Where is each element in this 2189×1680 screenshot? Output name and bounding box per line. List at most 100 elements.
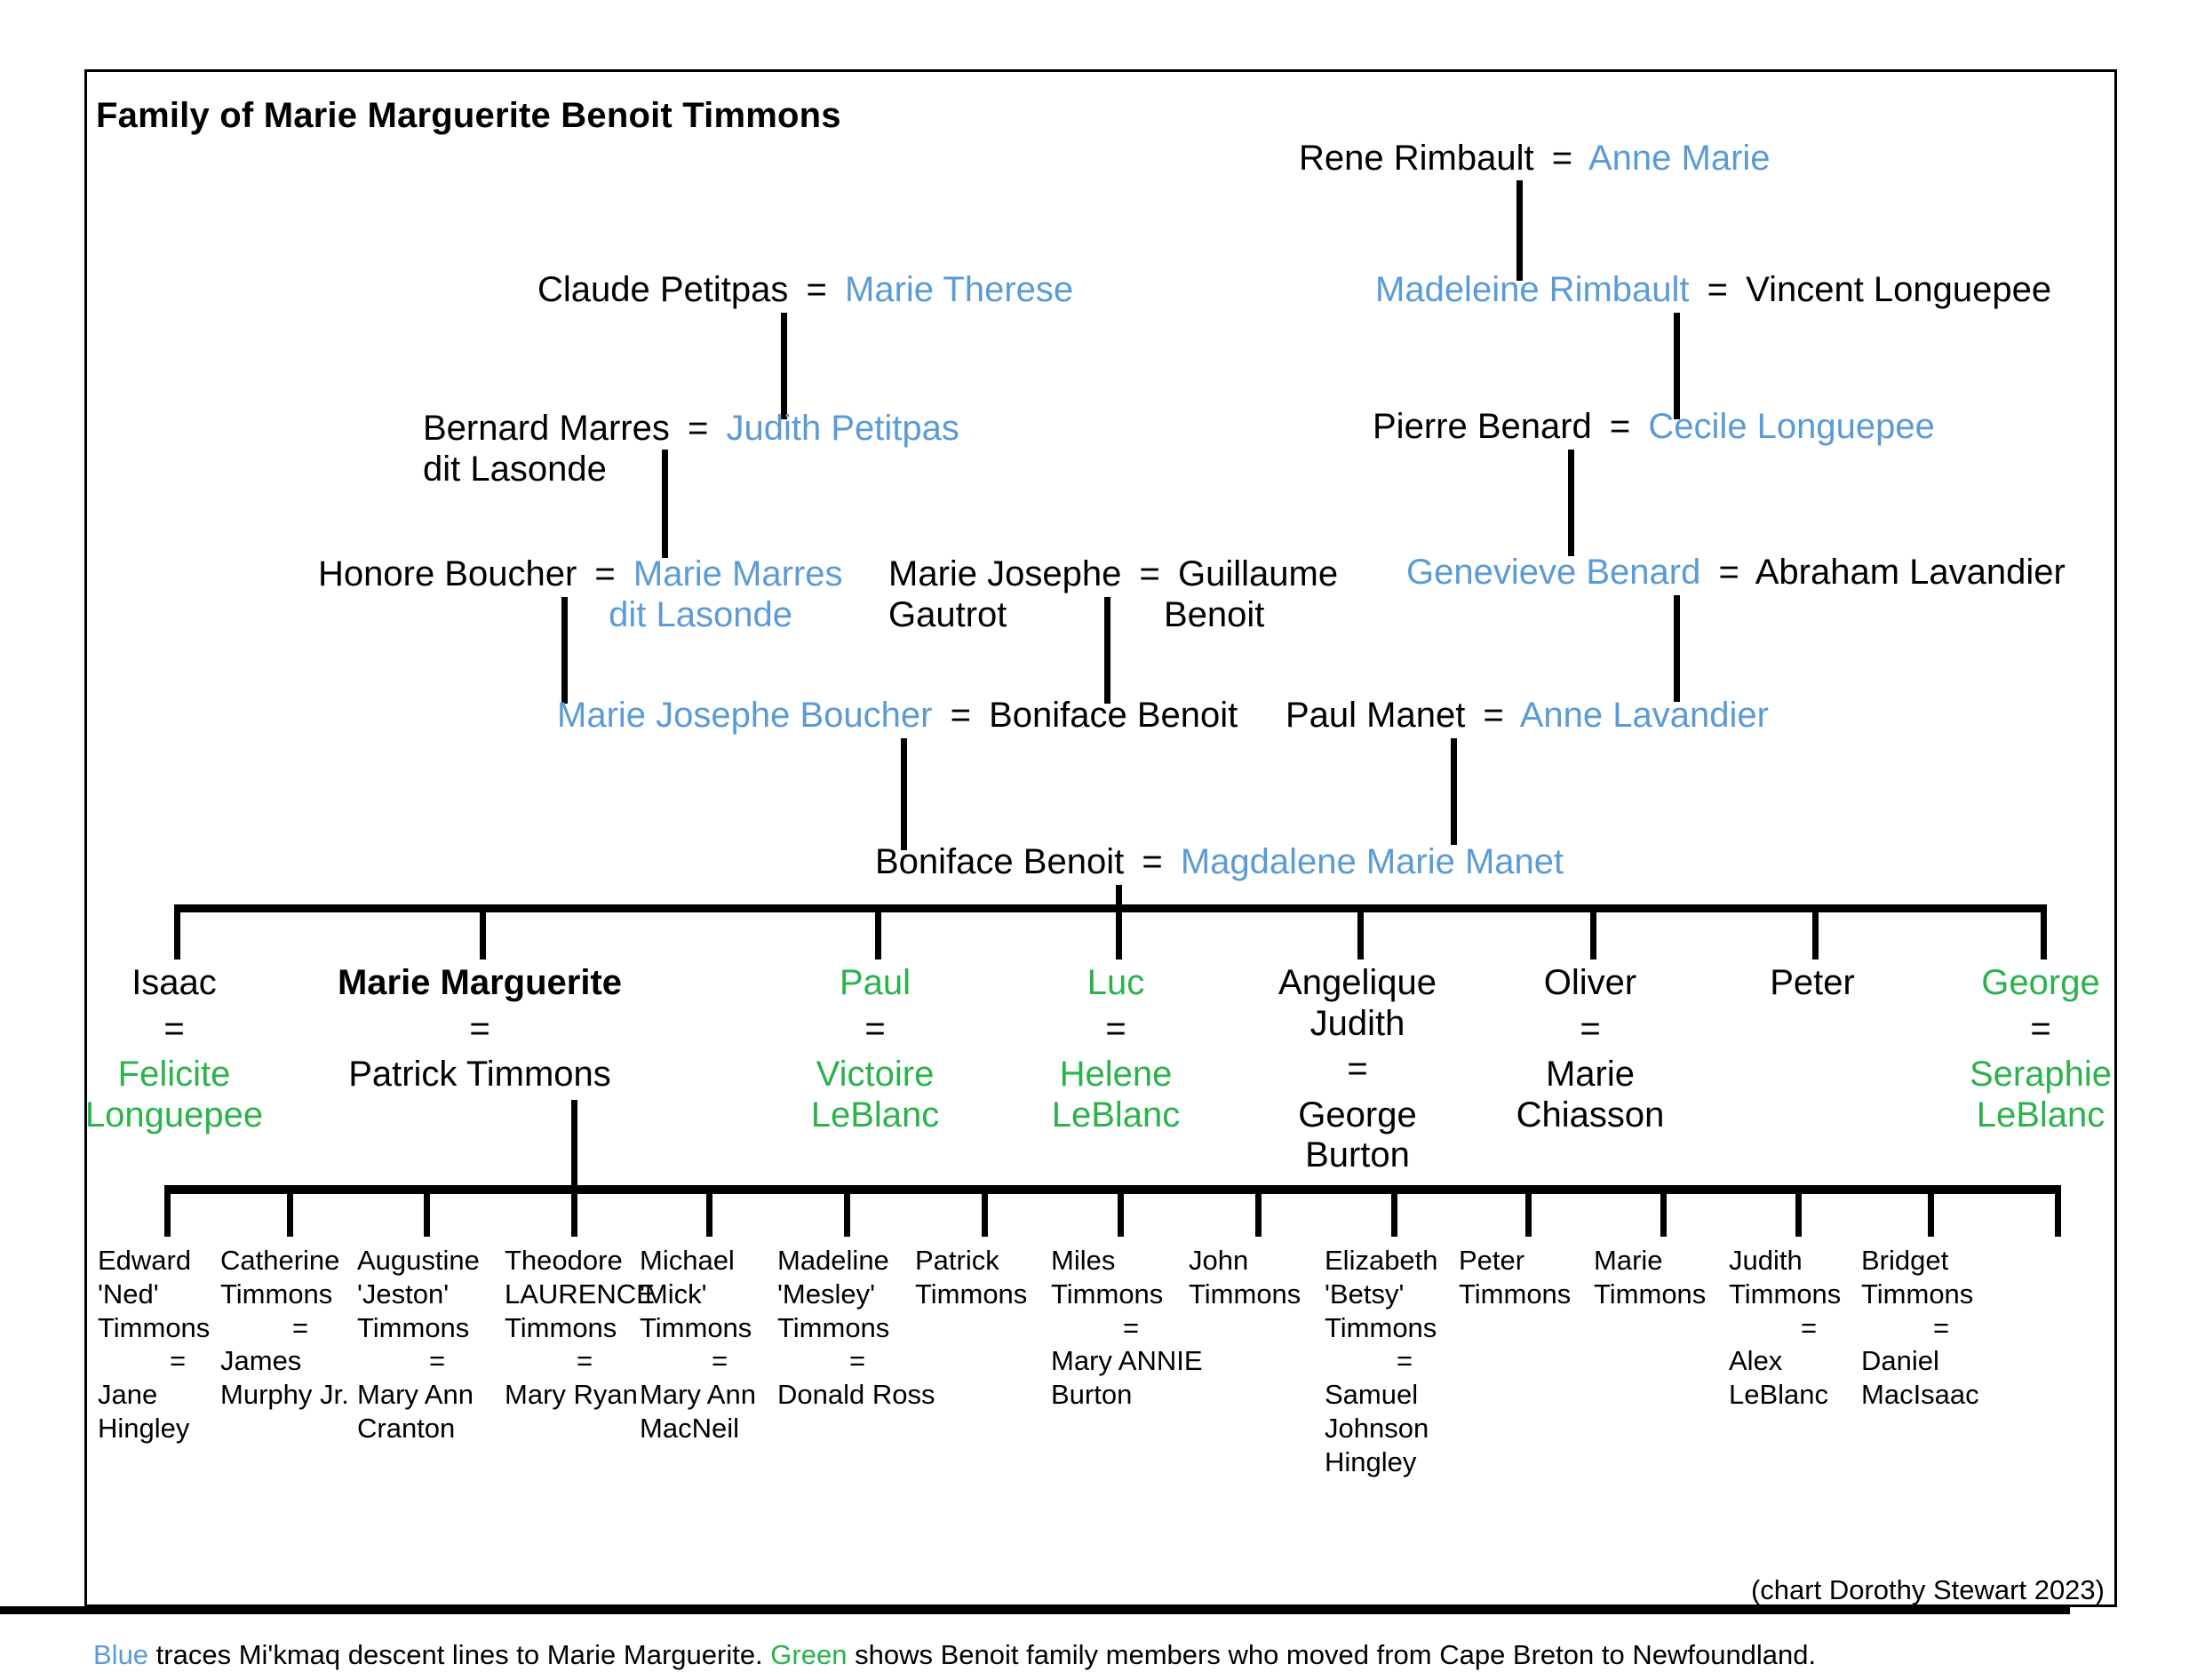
marriage-equals: = (1139, 554, 1160, 593)
grandchild-drop-line (164, 1185, 171, 1237)
child-spouse-name: LeBlanc (1976, 1095, 2105, 1135)
marriage-equals: = (291, 1311, 309, 1343)
child-node: Peter (1661, 963, 1963, 1004)
grandchild-spouse-name: Samuel (1325, 1379, 1419, 1411)
grandchild-spouse-name: Johnson (1325, 1413, 1429, 1445)
grandchild-name: 'Jeston' (357, 1278, 450, 1310)
node-name-spouse: Marie Therese (845, 270, 1074, 309)
descent-line-petitpas (781, 313, 787, 419)
node-rene-rimbault: Rene Rimbault = Anne Marie (1299, 140, 1771, 176)
legend-green-word: Green (770, 1639, 848, 1670)
grandchild-name: Augustine (357, 1245, 480, 1276)
node-boniface-benoit: Boniface Benoit = Magdalene Marie Manet (875, 844, 1564, 880)
child-spouse-name: LeBlanc (1051, 1095, 1181, 1135)
child-drop-line (1357, 904, 1364, 959)
marriage-equals: = (1707, 270, 1728, 309)
grandchild-name: Marie (1594, 1245, 1663, 1276)
child-drop-line (2041, 904, 2047, 959)
descent-line-boucher-benoit (901, 738, 907, 850)
node-name-spouse: Boniface Benoit (989, 696, 1238, 735)
child-spouse-name: Longuepee (84, 1095, 264, 1135)
child-name: Peter (1770, 963, 1855, 1002)
grandchild-drop-line (424, 1185, 430, 1237)
node-name-spouse: Judith Petitpas (726, 409, 959, 448)
grandchild-node: Madeline'Mesley'Timmons=Donald Ross (777, 1244, 937, 1412)
grandchild-name: Timmons (640, 1311, 752, 1343)
marriage-equals: = (163, 1008, 185, 1048)
child-spouse-name: Chiasson (1516, 1095, 1665, 1135)
node-honore-boucher: Honore Boucher = Marie Marres dit Lasond… (318, 554, 869, 635)
marriage-equals: = (1483, 696, 1504, 735)
node-name-line2: dit Lasonde (423, 449, 607, 489)
grandchild-name: Bridget (1861, 1245, 1949, 1276)
marriage-equals: = (1142, 842, 1163, 881)
grandchild-drop-line (1928, 1185, 1934, 1237)
grandchild-spouse-name: MacIsaac (1861, 1379, 1979, 1411)
grandchild-spouse-name: Donald Ross (777, 1379, 935, 1411)
marriage-equals: = (1800, 1311, 1818, 1343)
node-name: Claude Petitpas (537, 270, 789, 309)
grandchild-name: Michael (640, 1245, 735, 1276)
grandchild-name: 'Mick' (640, 1278, 707, 1310)
grandchild-drop-line (287, 1185, 293, 1237)
node-pierre-benard: Pierre Benard = Cecile Longuepee (1373, 409, 1935, 444)
marriage-equals: = (1718, 553, 1739, 592)
grandchild-name: 'Ned' (98, 1278, 159, 1310)
descent-line-lavandier (1674, 595, 1680, 702)
grandchild-drop-line (1525, 1185, 1532, 1237)
child-drop-line (1590, 904, 1596, 959)
node-genevieve-benard: Genevieve Benard = Abraham Lavandier (1406, 554, 2066, 590)
grandchild-spouse-name: Murphy Jr. (220, 1379, 349, 1411)
child-spouse-name: Seraphie (1969, 1055, 2113, 1095)
grandchild-name: Peter (1459, 1245, 1525, 1276)
node-name-spouse-line1: Marie Marres (633, 554, 843, 593)
node-name: Rene Rimbault (1299, 139, 1534, 178)
legend-note: Blue traces Mi'kmaq descent lines to Mar… (93, 1639, 1816, 1671)
child-drop-line (174, 904, 180, 959)
node-marie-josephe-gautrot: Marie Josephe = Guillaume Gautrot Benoit (888, 554, 1338, 635)
marriage-equals: = (688, 409, 709, 448)
marriage-equals: = (848, 1345, 866, 1377)
node-name: Paul Manet (1286, 696, 1466, 735)
grandchild-drop-line (1391, 1185, 1397, 1237)
grandchild-spouse-name: Hingley (98, 1413, 190, 1445)
grandchild-name: Timmons (1594, 1278, 1707, 1310)
marriage-equals: = (1347, 1049, 1368, 1089)
grandchild-name: Timmons (915, 1278, 1028, 1310)
grandchild-drop-line (1118, 1185, 1124, 1237)
child-name: Marie Marguerite (337, 963, 623, 1002)
marriage-equals: = (950, 696, 971, 735)
node-name: Madeleine Rimbault (1375, 270, 1690, 309)
legend-green-text: shows Benoit family members who moved fr… (847, 1639, 1817, 1670)
grandchild-name: Timmons (1459, 1278, 1572, 1310)
grandchild-name: Timmons (1189, 1278, 1301, 1310)
marriage-equals: = (1396, 1345, 1413, 1377)
grandchild-spouse-name: Burton (1051, 1379, 1133, 1411)
grandchild-name: John (1189, 1245, 1249, 1276)
marriage-equals: = (469, 1008, 490, 1048)
child-spouse-name: Burton (1305, 1135, 1410, 1175)
node-name-line1: Bernard Marres (423, 409, 670, 448)
descent-line-rimbault (1516, 180, 1523, 281)
grandchild-spouse-name: Daniel (1861, 1345, 1939, 1377)
grandchild-name: Timmons (98, 1311, 211, 1343)
chart-border (84, 69, 2117, 1607)
descent-line-benoit-guillaume (1104, 597, 1110, 704)
marriage-equals: = (1932, 1311, 1950, 1343)
grandchild-drop-line (1660, 1185, 1667, 1237)
grandchild-spouse-name: James (220, 1345, 302, 1377)
grandchild-drop-line (706, 1185, 712, 1237)
node-name-spouse-line2: Benoit (1164, 594, 1265, 634)
grandchild-name: Madeline (777, 1245, 889, 1276)
marriage-equals: = (1580, 1008, 1601, 1048)
node-name-spouse: Anne Lavandier (1519, 696, 1769, 735)
descent-line-boucher (561, 597, 568, 704)
